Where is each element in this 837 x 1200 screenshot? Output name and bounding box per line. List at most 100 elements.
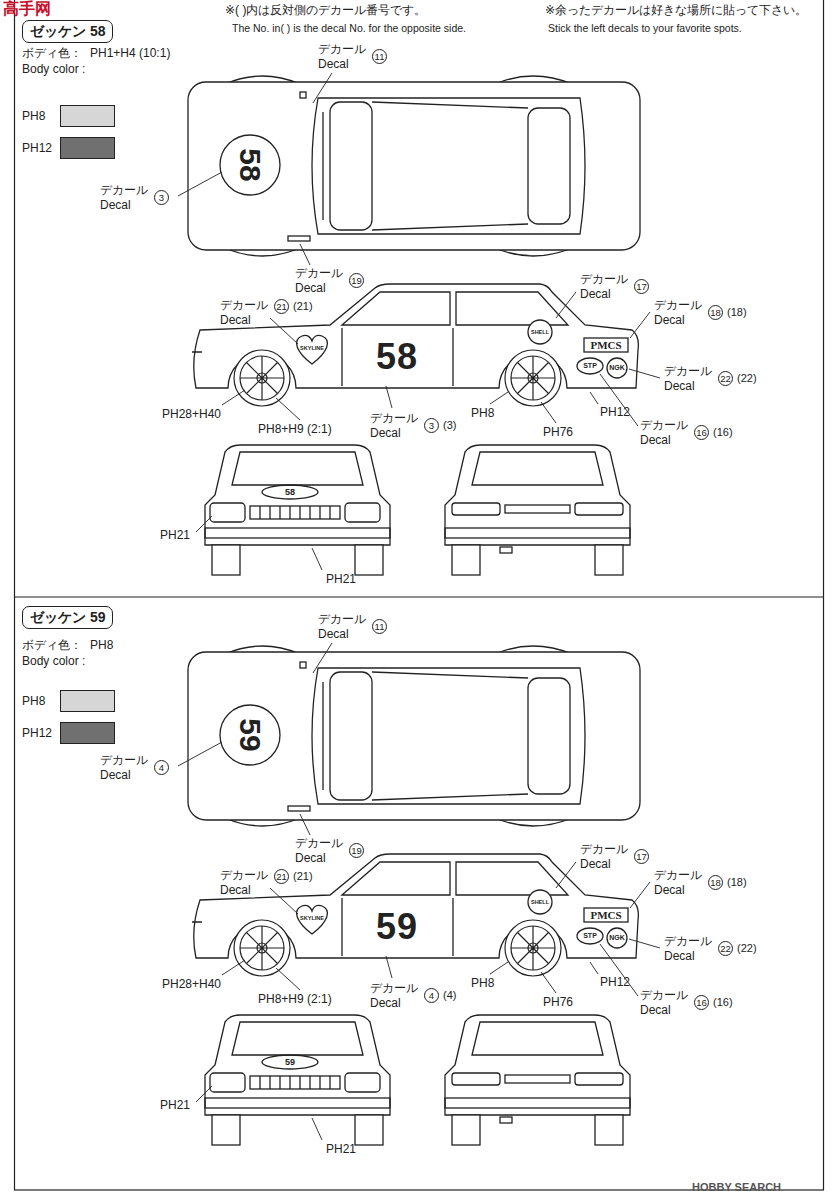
color-swatch xyxy=(60,722,115,744)
race-number: 58 xyxy=(376,338,418,376)
car-line xyxy=(14,596,823,597)
decal-text: STP xyxy=(583,362,597,370)
decal-text: NGK xyxy=(609,364,625,372)
callout-text: PH8 xyxy=(90,638,113,652)
callout-text: Body color : xyxy=(22,654,85,668)
callout-number: 11 xyxy=(372,49,387,64)
opposite-side-number: (21) xyxy=(293,299,313,313)
decal-text: SKYLINE xyxy=(300,345,324,352)
callout-text: PH8 xyxy=(471,406,494,420)
callout-number: 22 xyxy=(718,941,733,956)
callout-text: デカール xyxy=(220,868,268,882)
callout-text: PH1+H4 (10:1) xyxy=(90,46,170,60)
decal-text: SHELL xyxy=(531,329,549,336)
callout-number: 21 xyxy=(274,299,289,314)
callout-number: 21 xyxy=(274,869,289,884)
callout-text: PH12 xyxy=(600,975,630,989)
callout-text: Decal xyxy=(664,379,695,393)
callout-number: 19 xyxy=(349,273,364,288)
header-text: ゼッケン 59 xyxy=(30,609,105,625)
callout-number: 3 xyxy=(424,418,439,433)
callout-text: Decal xyxy=(664,949,695,963)
callout-text: Decal xyxy=(100,768,131,782)
callout-number: 17 xyxy=(634,279,649,294)
watermark: HOBBY SEARCH xyxy=(692,1180,781,1194)
callout-text: PH21 xyxy=(326,1142,356,1156)
decal-text: PMCS xyxy=(590,339,621,351)
callout-number: 19 xyxy=(349,843,364,858)
callout-text: ボディ色： xyxy=(22,638,82,652)
decal-text: PMCS xyxy=(590,909,621,921)
decal-text: SKYLINE xyxy=(300,915,324,922)
callout-text: PH8 xyxy=(471,976,494,990)
callout-text: PH12 xyxy=(600,405,630,419)
opposite-side-number: (3) xyxy=(443,418,456,432)
callout-text: デカール xyxy=(370,981,418,995)
callout-text: デカール xyxy=(664,364,712,378)
note: Stick the left decals to your favorite s… xyxy=(548,21,742,35)
callout-text: デカール xyxy=(100,183,148,197)
color-swatch xyxy=(60,137,115,159)
callout-text: デカール xyxy=(295,266,343,280)
callout-text: PH76 xyxy=(543,995,573,1009)
callout-number: 22 xyxy=(718,371,733,386)
callout-text: PH28+H40 xyxy=(162,407,221,421)
callout-number: 4 xyxy=(154,760,169,775)
callout-text: PH21 xyxy=(160,1098,190,1112)
header-text: ゼッケン 58 xyxy=(30,23,105,39)
callout-text: Decal xyxy=(100,198,131,212)
note: The No. in( ) is the decal No. for the o… xyxy=(232,21,466,35)
callout-text: ※余ったデカールは好きな場所に貼って下さい。 xyxy=(545,3,807,17)
opposite-side-number: (16) xyxy=(713,425,733,439)
callout-number: 3 xyxy=(154,190,169,205)
callout-text: PH8+H9 (2:1) xyxy=(258,992,332,1006)
callout-text: PH76 xyxy=(543,425,573,439)
callout-text: Decal xyxy=(220,883,251,897)
race-number: 58 xyxy=(234,148,266,181)
opposite-side-number: (21) xyxy=(293,869,313,883)
callout-text: Decal xyxy=(654,883,685,897)
callout-text: Decal xyxy=(370,426,401,440)
callout-text: Decal xyxy=(318,57,349,71)
callout-text: デカール xyxy=(318,612,366,626)
callout-text: デカール xyxy=(640,418,688,432)
callout-text: デカール xyxy=(654,298,702,312)
race-number: 59 xyxy=(285,1057,295,1067)
callout-text: デカール xyxy=(370,411,418,425)
color-swatch xyxy=(60,690,115,712)
callout-number: 4 xyxy=(424,988,439,1003)
car-line xyxy=(15,0,824,1190)
callout-number: 18 xyxy=(708,305,723,320)
decal-text: STP xyxy=(583,932,597,940)
opposite-side-number: (18) xyxy=(727,875,747,889)
callout-number: 11 xyxy=(372,619,387,634)
callout-text: PH21 xyxy=(326,572,356,586)
callout-number: 18 xyxy=(708,875,723,890)
callout-text: デカール xyxy=(318,42,366,56)
color-swatch xyxy=(60,105,115,127)
car-views xyxy=(178,73,660,575)
callout-text: デカール xyxy=(580,272,628,286)
callout-number: 16 xyxy=(694,425,709,440)
paint-code: PH12 xyxy=(22,141,52,155)
callout-text: デカール xyxy=(640,988,688,1002)
callout-number: 17 xyxy=(634,849,649,864)
opposite-side-number: (16) xyxy=(713,995,733,1009)
race-number: 58 xyxy=(285,487,295,497)
callout-text: ※( )内は反対側のデカール番号です。 xyxy=(225,3,426,17)
paint-code: PH12 xyxy=(22,726,52,740)
opposite-side-number: (4) xyxy=(443,988,456,1002)
watermark: 高手网 xyxy=(3,0,51,18)
car-views xyxy=(178,643,660,1145)
callout-text: Decal xyxy=(654,313,685,327)
callout-text: デカール xyxy=(654,868,702,882)
callout-text: Decal xyxy=(220,313,251,327)
callout-text: デカール xyxy=(295,836,343,850)
callout-text: Body color : xyxy=(22,62,85,76)
opposite-side-number: (22) xyxy=(737,941,757,955)
callout-number: 16 xyxy=(694,995,709,1010)
decal-text: NGK xyxy=(609,934,625,942)
callout-text: Decal xyxy=(640,433,671,447)
